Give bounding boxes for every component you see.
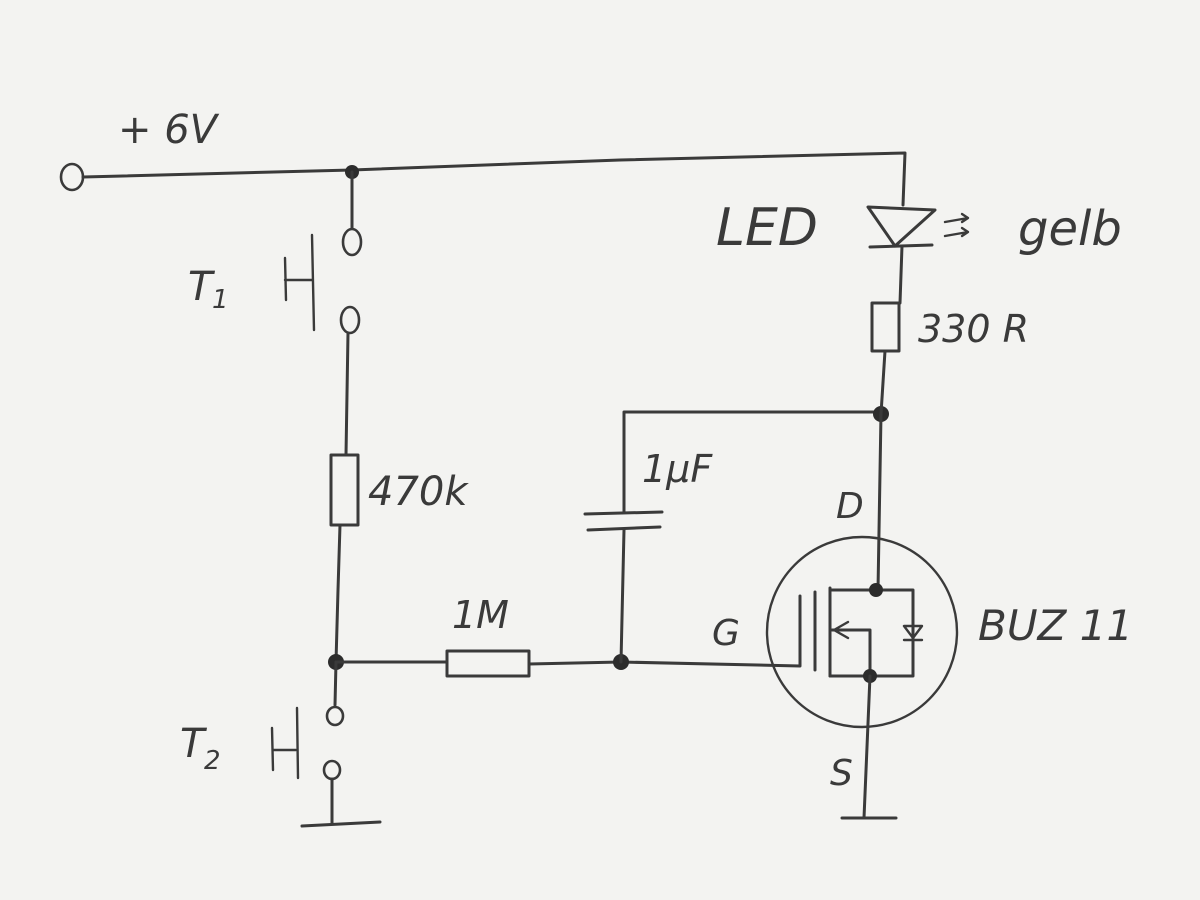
r-1m-body: [445, 649, 531, 678]
label-supply: + 6V: [118, 107, 220, 153]
t2-upper-wire: [333, 660, 338, 707]
led-yellow: [866, 205, 970, 305]
mosfet-buz11: [765, 535, 959, 820]
label-t2: T: [180, 721, 208, 767]
label-t2-sub: 2: [204, 746, 221, 776]
supply-rail: [59, 151, 907, 207]
label-led-color: gelb: [1018, 201, 1122, 257]
supply-terminal: [59, 162, 85, 192]
label-1m: 1M: [452, 593, 509, 637]
label-470k: 470k: [368, 469, 469, 515]
cap-upper-wire: [622, 410, 882, 514]
wire-led-to-r: [898, 244, 904, 305]
cap-plate-lower: [586, 525, 662, 532]
t1-pushbutton: [283, 170, 363, 335]
led-triangle: [866, 205, 937, 248]
label-t1: T: [188, 264, 216, 310]
mosfet-substrate: [830, 628, 872, 678]
t2-contact-top: [325, 705, 345, 727]
r-330-body: [870, 301, 901, 353]
t2-button-symbol: [270, 706, 300, 780]
t1-contact-top: [341, 227, 363, 257]
label-cap: 1µF: [642, 447, 713, 491]
label-mosfet: BUZ 11: [978, 601, 1133, 650]
wire-470k-to-node: [334, 523, 342, 664]
mosfet-circle: [765, 535, 959, 729]
led-light-arrows: [943, 212, 970, 238]
cap-lower-wire: [619, 528, 626, 664]
mosfet-arrow: [832, 620, 850, 640]
label-t1-sub: 1: [212, 285, 229, 315]
wire-t1-to-470k: [344, 331, 350, 457]
t2-contact-bottom: [322, 759, 342, 781]
r-330: [870, 301, 901, 592]
gate-line: [328, 594, 802, 678]
t1-button-symbol: [283, 233, 316, 332]
r-470k-body: [329, 453, 360, 527]
label-330r: 330 R: [918, 307, 1029, 351]
label-gate: G: [712, 613, 740, 654]
t2-pushbutton: [270, 660, 382, 828]
ground-symbol-left: [300, 820, 382, 828]
mosfet-body-diode: [902, 624, 924, 642]
label-led: LED: [716, 198, 818, 258]
top-rail-wire: [81, 151, 907, 207]
mosfet-drain-node: [869, 583, 883, 597]
r-470k: [329, 331, 360, 664]
label-source: S: [830, 753, 853, 794]
t1-contact-bottom: [339, 305, 361, 335]
source-ground-wire: [862, 674, 872, 820]
wire-r-to-drain: [876, 349, 887, 592]
label-drain: D: [836, 486, 864, 527]
wire-1m-to-gate: [527, 594, 802, 668]
